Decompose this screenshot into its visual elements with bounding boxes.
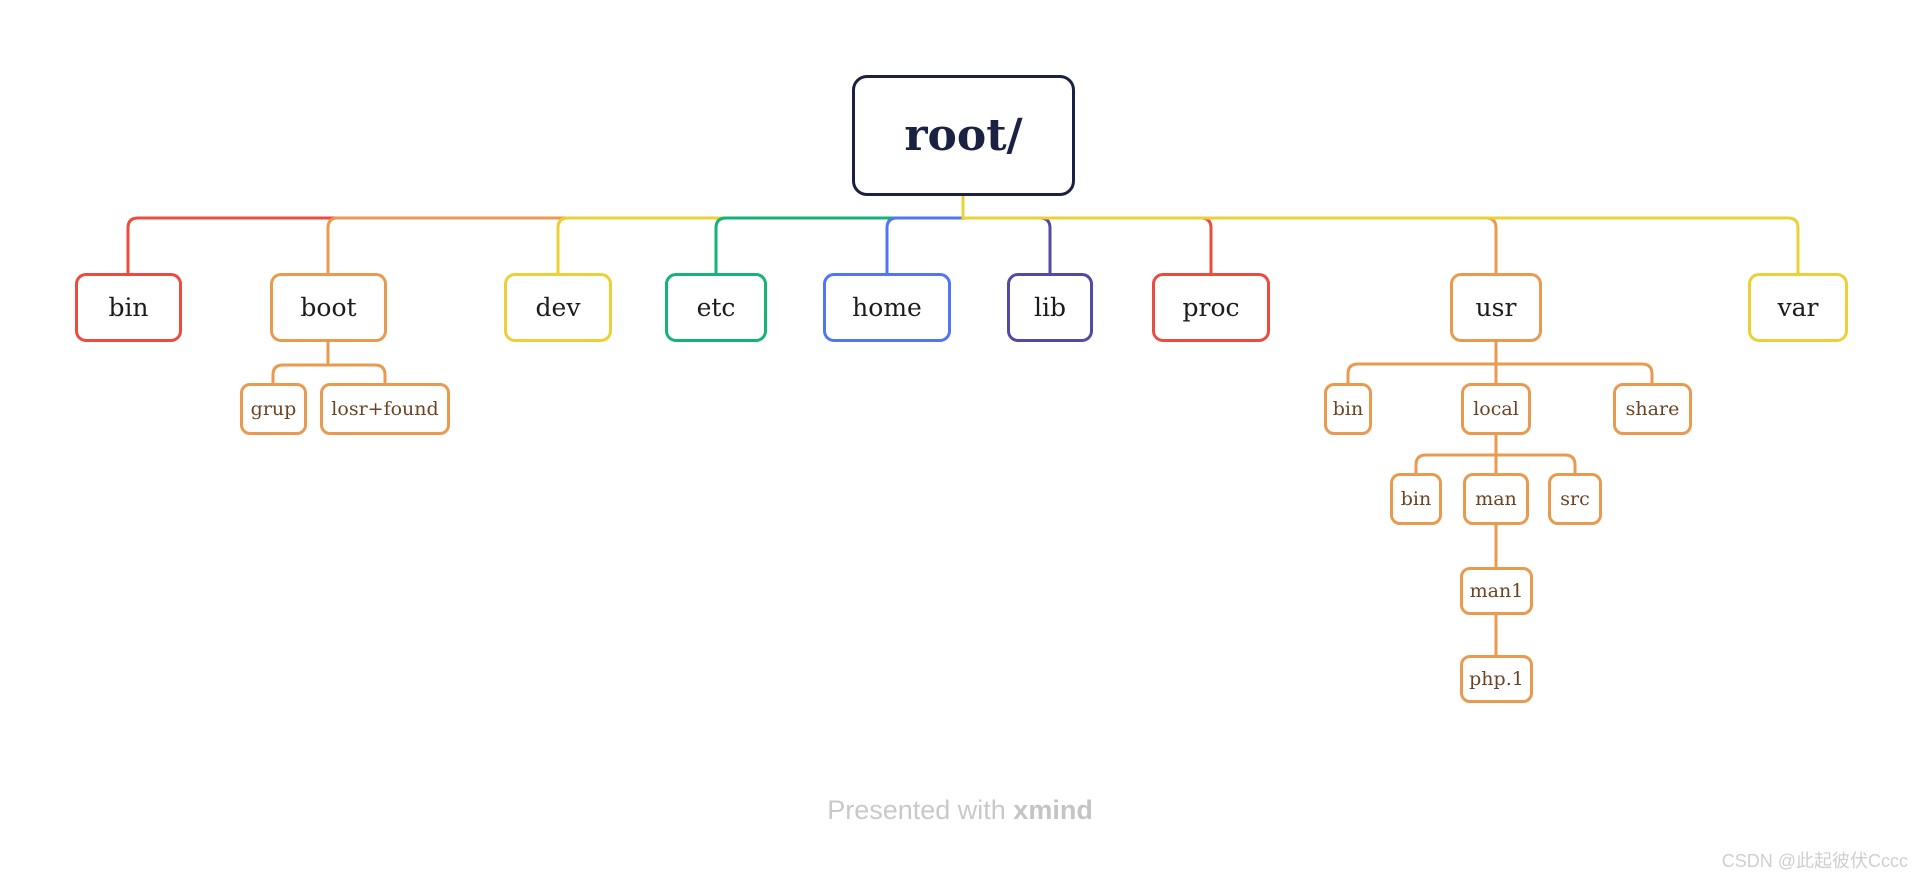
node-home-label: home xyxy=(852,293,922,322)
connector-bin xyxy=(126,216,963,274)
node-usr-local-label: local xyxy=(1473,397,1519,420)
watermark-prefix: Presented with xyxy=(827,795,1014,825)
node-etc-label: etc xyxy=(696,293,736,322)
node-var[interactable]: var xyxy=(1748,273,1848,342)
connector-var xyxy=(963,216,1800,274)
node-usr[interactable]: usr xyxy=(1450,273,1542,342)
node-boot-grup-label: grup xyxy=(250,397,297,420)
node-php1[interactable]: php.1 xyxy=(1460,655,1533,703)
connector-local-bin xyxy=(1414,453,1496,474)
node-usr-local[interactable]: local xyxy=(1461,383,1531,435)
connector-losrfound xyxy=(328,363,387,384)
node-lib-label: lib xyxy=(1034,293,1066,322)
node-dev-label: dev xyxy=(535,293,581,322)
node-local-src[interactable]: src xyxy=(1548,473,1602,525)
node-root-label: root/ xyxy=(904,109,1023,161)
connector-usr-share xyxy=(1496,362,1654,384)
node-bin-label: bin xyxy=(108,293,149,322)
node-local-man-label: man xyxy=(1475,487,1517,510)
node-dev[interactable]: dev xyxy=(504,273,612,342)
node-home[interactable]: home xyxy=(823,273,951,342)
node-usr-share-label: share xyxy=(1625,397,1680,420)
connector-boot xyxy=(326,216,963,274)
node-var-label: var xyxy=(1777,293,1819,322)
node-proc[interactable]: proc xyxy=(1152,273,1270,342)
xmind-watermark: Presented with xmind xyxy=(0,795,1920,826)
node-usr-label: usr xyxy=(1475,293,1517,322)
connector-home xyxy=(885,216,963,274)
node-man1[interactable]: man1 xyxy=(1460,567,1533,615)
connector-etc xyxy=(714,216,963,274)
connector-local-src xyxy=(1496,453,1577,474)
node-lib[interactable]: lib xyxy=(1007,273,1093,342)
connector-grup xyxy=(271,363,328,384)
node-proc-label: proc xyxy=(1182,293,1240,322)
connector-lib xyxy=(963,216,1052,274)
connector-proc xyxy=(963,216,1213,274)
connector-usr-bin xyxy=(1346,362,1496,384)
node-boot-label: boot xyxy=(300,293,357,322)
node-boot-losrfound-label: losr+found xyxy=(331,397,439,420)
node-local-bin-label: bin xyxy=(1400,487,1432,510)
node-php1-label: php.1 xyxy=(1469,667,1524,690)
node-boot-grup[interactable]: grup xyxy=(240,383,307,435)
connector-usr xyxy=(963,216,1498,274)
node-man1-label: man1 xyxy=(1469,579,1524,602)
node-usr-share[interactable]: share xyxy=(1613,383,1692,435)
node-usr-bin[interactable]: bin xyxy=(1324,383,1372,435)
node-bin[interactable]: bin xyxy=(75,273,182,342)
connector-dev xyxy=(556,216,963,274)
csdn-credit: CSDN @此起彼伏Cccc xyxy=(1721,851,1908,871)
node-boot[interactable]: boot xyxy=(270,273,387,342)
node-etc[interactable]: etc xyxy=(665,273,767,342)
node-boot-losrfound[interactable]: losr+found xyxy=(320,383,450,435)
node-root[interactable]: root/ xyxy=(852,75,1075,196)
watermark-brand: xmind xyxy=(1013,795,1093,825)
node-local-src-label: src xyxy=(1560,487,1590,510)
node-local-man[interactable]: man xyxy=(1463,473,1529,525)
node-usr-bin-label: bin xyxy=(1332,397,1364,420)
node-local-bin[interactable]: bin xyxy=(1390,473,1442,525)
